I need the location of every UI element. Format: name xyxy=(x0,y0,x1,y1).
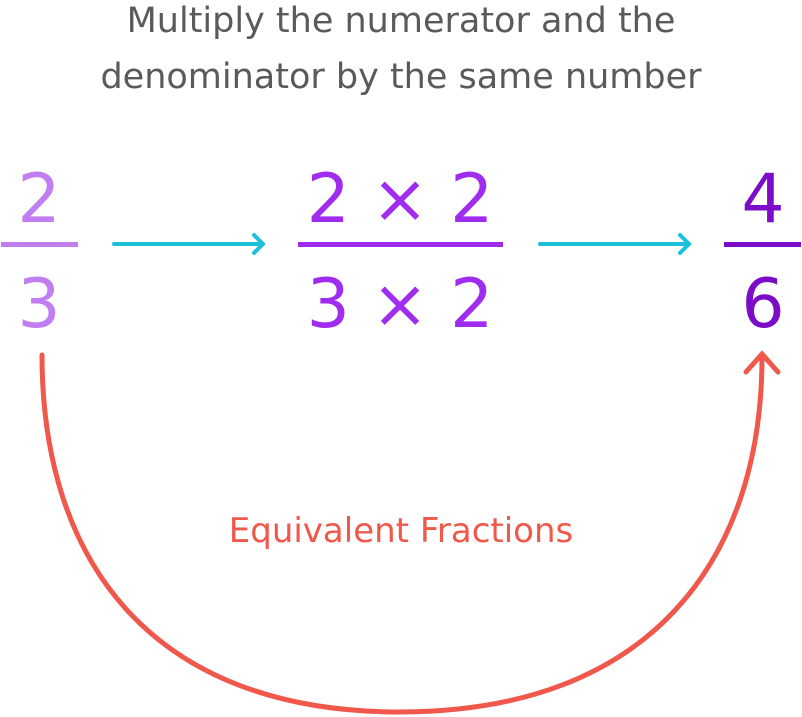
original-denominator: 3 xyxy=(17,265,60,344)
original-fraction-bar xyxy=(1,242,78,247)
arrow-right-icon xyxy=(112,233,266,255)
multiplied-numerator: 2 × 2 xyxy=(307,160,494,239)
original-numerator: 2 xyxy=(17,160,60,239)
multiplied-fraction-bar xyxy=(298,242,503,247)
curved-arrow-icon xyxy=(39,350,781,715)
title-line-2: denominator by the same number xyxy=(100,57,702,97)
result-numerator: 4 xyxy=(741,160,784,239)
result-denominator: 6 xyxy=(741,265,784,344)
title-line-1: Multiply the numerator and the xyxy=(127,1,676,41)
multiplied-denominator: 3 × 2 xyxy=(307,265,494,344)
arrow-right-icon xyxy=(538,233,692,255)
result-fraction-bar xyxy=(724,242,801,247)
equivalent-fractions-label: Equivalent Fractions xyxy=(229,511,574,551)
